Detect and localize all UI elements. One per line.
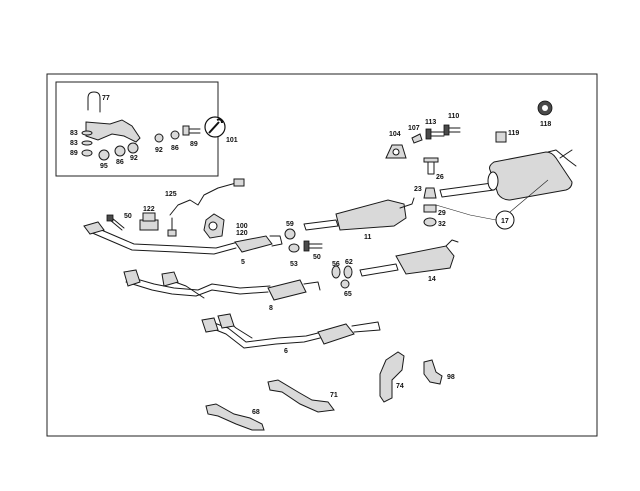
label-125: 125: [165, 191, 177, 198]
rubber-mount-95: [98, 149, 110, 161]
nut-53: [288, 243, 300, 253]
label-118: 118: [540, 121, 551, 128]
label-122: 122: [143, 206, 155, 213]
label-59: 59: [286, 221, 294, 228]
washer-92b: [154, 133, 164, 143]
center-muffler-14: [359, 239, 459, 277]
center-muffler-11: [303, 197, 415, 231]
label-17: 17: [501, 218, 509, 225]
bolt-head-113: [425, 128, 432, 140]
label-26: 26: [436, 174, 444, 181]
label-95: 95: [100, 163, 108, 170]
u-bolt-part-77: [87, 91, 101, 113]
washer-83b: [81, 140, 93, 146]
bolt-head-110: [443, 124, 450, 136]
label-71: 71: [330, 392, 338, 399]
label-83a: 83: [70, 130, 78, 137]
label-74: 74: [396, 383, 404, 390]
label-83b: 83: [70, 140, 78, 147]
inset-parts: [81, 91, 201, 161]
label-50b: 50: [313, 254, 321, 261]
oxygen-sensor-part: [167, 178, 245, 237]
bumper-119: [495, 131, 507, 143]
bolt-head-50a: [106, 214, 114, 222]
front-pipe-5: [83, 221, 283, 255]
bolt-50a: [109, 217, 125, 231]
seal-59: [284, 228, 296, 240]
label-6: 6: [284, 348, 288, 355]
bushing-86a: [114, 145, 126, 157]
label-86b: 86: [171, 145, 179, 152]
label-89b: 89: [190, 141, 198, 148]
label-104: 104: [389, 131, 401, 138]
nut-89: [81, 149, 93, 157]
bushing-92a: [127, 142, 139, 154]
rear-muffler-part: [435, 149, 577, 230]
bracket-74: [379, 351, 405, 403]
label-50a: 50: [124, 213, 132, 220]
label-5: 5: [241, 259, 245, 266]
washer-83a: [81, 130, 93, 136]
bracket-71: [267, 379, 335, 413]
label-110: 110: [448, 113, 459, 120]
hanger-bracket-part: [85, 119, 141, 143]
clamp-65: [340, 279, 350, 289]
rear-mount-parts: [385, 100, 553, 227]
label-11: 11: [364, 234, 372, 241]
clamp-56: [331, 265, 341, 279]
label-29: 29: [438, 210, 446, 217]
bolt-107: [411, 133, 423, 144]
label-65: 65: [344, 291, 352, 298]
label-23: 23: [414, 186, 422, 193]
label-113: 113: [425, 119, 436, 126]
label-77: 77: [102, 95, 110, 102]
nut-32: [423, 217, 437, 227]
bolt-head-89: [182, 125, 190, 136]
label-32: 32: [438, 221, 446, 228]
label-100: 100: [236, 223, 248, 230]
label-101: 101: [226, 137, 238, 144]
label-120: 120: [236, 230, 248, 237]
label-53: 53: [290, 261, 298, 268]
callout-labels: 77 83 83 89 95 86 92 92 86 89 101 104 10…: [70, 95, 551, 416]
label-92a: 92: [130, 155, 138, 162]
front-pipe-6: [201, 313, 381, 349]
label-107: 107: [408, 125, 420, 132]
label-56: 56: [332, 261, 340, 268]
label-86a: 86: [116, 159, 124, 166]
label-119: 119: [508, 130, 519, 137]
bracket-68: [205, 403, 265, 431]
wrench-icon: [204, 116, 226, 138]
clamp-29: [423, 204, 437, 213]
label-89a: 89: [70, 150, 78, 157]
label-62: 62: [345, 259, 353, 266]
label-98: 98: [447, 374, 455, 381]
clamp-62: [343, 265, 353, 279]
washer-86b: [170, 130, 180, 140]
label-68: 68: [252, 409, 260, 416]
label-14: 14: [428, 276, 436, 283]
bracket-98: [423, 359, 443, 385]
label-8: 8: [269, 305, 273, 312]
clamp-23: [423, 187, 437, 199]
front-pipe-8: [123, 269, 321, 301]
label-92b: 92: [155, 147, 163, 154]
